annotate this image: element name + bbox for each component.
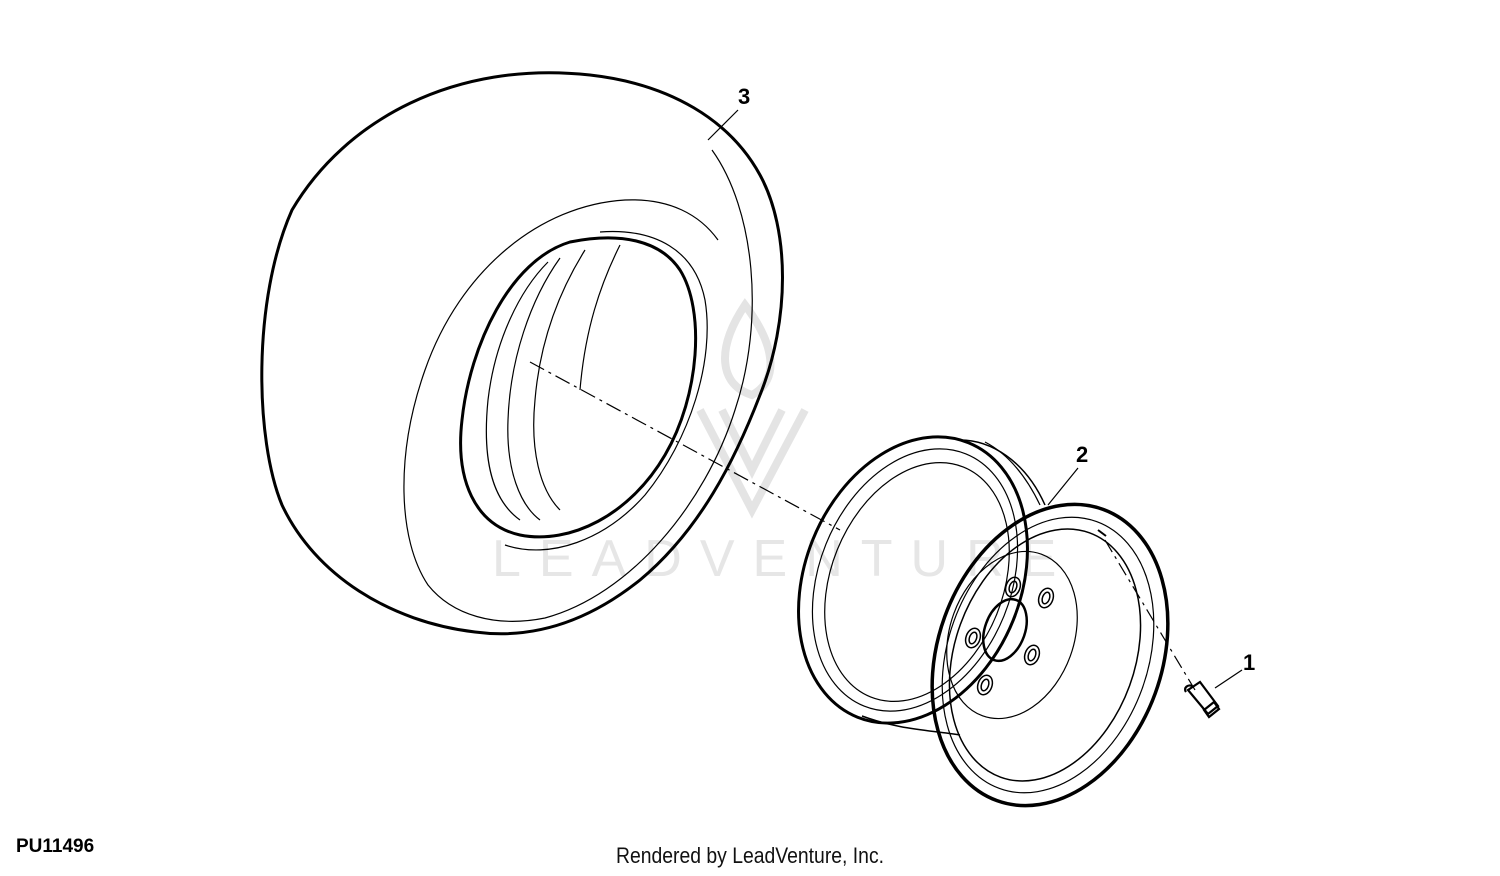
callout-tire: 3 <box>738 84 750 109</box>
bolt-holes <box>964 576 1055 696</box>
callout-wheel-rim: 2 <box>1076 442 1088 467</box>
callout-valve-stem: 1 <box>1243 650 1255 675</box>
tire <box>260 71 784 636</box>
assembly-centerline <box>529 361 841 531</box>
leader-line-3 <box>707 109 739 141</box>
credit-text: Rendered by LeadVenture, Inc. <box>615 843 885 868</box>
valve-stem <box>1184 680 1221 719</box>
figure-id: PU11496 <box>16 836 95 857</box>
leader-lines <box>707 109 1243 689</box>
watermark-logo-icon <box>696 298 809 519</box>
watermark-text: LEADVENTURE <box>492 530 1074 588</box>
leader-line-2 <box>1047 467 1079 506</box>
valve-centerline <box>1104 539 1196 691</box>
leader-line-1 <box>1214 669 1243 689</box>
wheel-rim <box>797 435 1170 808</box>
